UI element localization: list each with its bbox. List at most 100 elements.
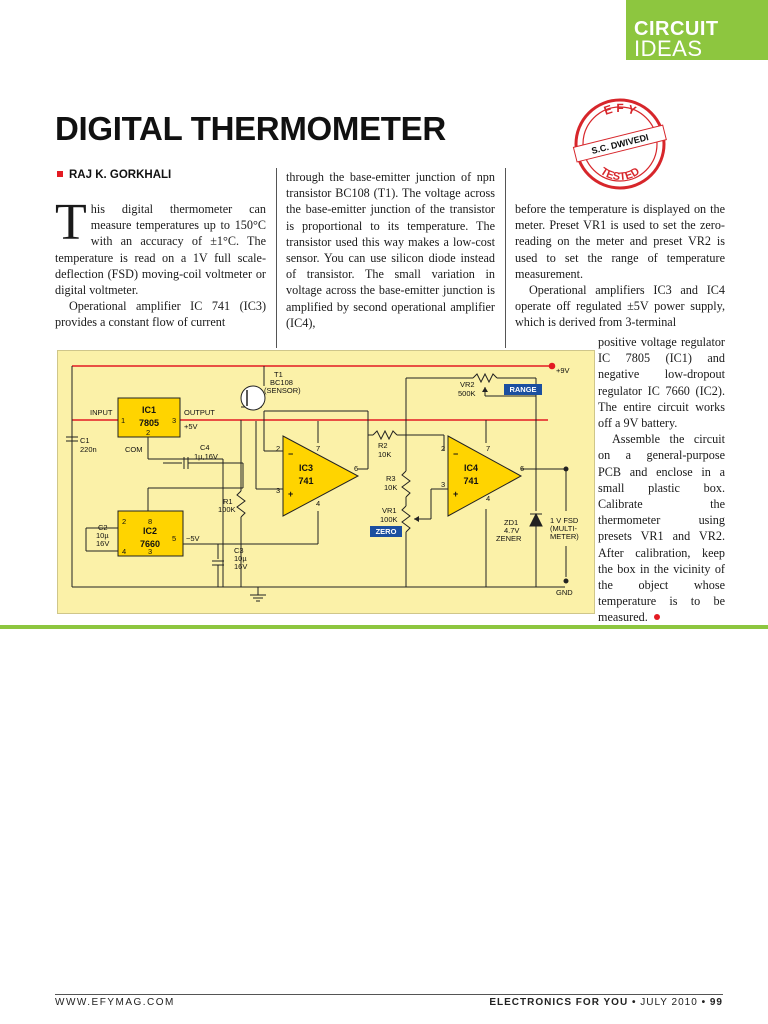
label-t1: T1 — [274, 370, 283, 379]
svg-text:TESTED: TESTED — [598, 165, 642, 183]
label-ic1-name: IC1 — [142, 405, 156, 415]
label-ic4-pin7: 7 — [486, 444, 490, 453]
label-plus5v-ic1: +5V — [184, 422, 198, 431]
label-ic3-pin6: 6 — [354, 464, 358, 473]
label-ic4-pin3: 3 — [441, 480, 445, 489]
col3-paragraph-1: before the temperature is displayed on t… — [515, 202, 725, 281]
label-fsd-1: 1 V FSD — [550, 516, 579, 525]
label-ic2-pin8: 8 — [148, 517, 152, 526]
label-minus5v: −5V — [186, 534, 200, 543]
col4-paragraph-2: Assemble the circuit on a general-purpos… — [598, 432, 725, 625]
author-name: RAJ K. GORKHALI — [69, 169, 172, 181]
footer-magazine: ELECTRONICS FOR YOU — [489, 997, 629, 1008]
label-c1: C1 — [80, 436, 90, 445]
label-ic3-name: IC3 — [299, 463, 313, 473]
label-c4-value: 1µ,16V — [194, 452, 218, 461]
column-divider-1 — [276, 168, 277, 348]
circuit-schematic: INPUT OUTPUT +5V COM 1 2 3 C1 220n C4 1µ… — [66, 362, 579, 602]
footer-website: WWW.EFYMAG.COM — [55, 997, 175, 1008]
label-ic3-minus: − — [288, 449, 293, 459]
label-ic4-name: IC4 — [464, 463, 478, 473]
label-r3-value: 10K — [384, 483, 397, 492]
label-t1-part: BC108 — [270, 378, 293, 387]
label-com: COM — [125, 445, 143, 454]
stamp-bottom: TESTED — [598, 165, 642, 183]
label-c3: C3 — [234, 546, 244, 555]
label-vr2: VR2 — [460, 380, 475, 389]
label-c3-value: 10µ — [234, 554, 247, 563]
badge-line2: IDEAS — [634, 36, 703, 61]
label-r1: R1 — [223, 497, 233, 506]
label-ic3-pin7: 7 — [316, 444, 320, 453]
label-ic2-name: IC2 — [143, 526, 157, 536]
red-square-bullet-icon — [57, 171, 63, 177]
label-ic3-pin2: 2 — [276, 444, 280, 453]
label-ic4-part: 741 — [463, 476, 478, 486]
column-4: positive voltage regulator IC 7805 (IC1)… — [598, 334, 725, 626]
label-vr1-value: 100K — [380, 515, 398, 524]
label-output: OUTPUT — [184, 408, 215, 417]
footer-publication: ELECTRONICS FOR YOU • JULY 2010 • 99 — [489, 997, 723, 1008]
label-vr2-value: 500K — [458, 389, 476, 398]
label-c2: C2 — [98, 523, 108, 532]
label-gnd: GND — [556, 588, 573, 597]
label-vr1: VR1 — [382, 506, 397, 515]
label-ic4-minus: − — [453, 449, 458, 459]
label-zd1-value: 4.7V — [504, 526, 519, 535]
circuit-ideas-badge: CIRCUIT IDEAS — [626, 0, 768, 61]
footer-page-number: 99 — [709, 997, 723, 1008]
label-c2-voltage: 16V — [96, 539, 109, 548]
label-ic4-pin2: 2 — [441, 444, 445, 453]
footer-date: JULY 2010 — [640, 997, 698, 1008]
label-ic1-pin3: 3 — [172, 416, 176, 425]
label-ic1-pin2: 2 — [146, 428, 150, 437]
article-title: DIGITAL THERMOMETER — [55, 110, 446, 147]
label-t1-sensor: (SENSOR) — [264, 386, 301, 395]
label-zd1: ZD1 — [504, 518, 518, 527]
label-c3-voltage: 16V — [234, 562, 247, 571]
label-c4: C4 — [200, 443, 210, 452]
label-ic4-plus: + — [453, 489, 458, 499]
column-3: before the temperature is displayed on t… — [515, 201, 725, 331]
author-line: RAJ K. GORKHALI — [57, 169, 171, 181]
label-r2-value: 10K — [378, 450, 391, 459]
col1-paragraph-2: Operational amplifier IC 741 (IC3) provi… — [55, 299, 266, 330]
efy-tested-stamp: E F Y S.C. DWIVEDI TESTED — [572, 98, 667, 190]
col4-paragraph-1: positive voltage regulator IC 7805 (IC1)… — [598, 335, 725, 431]
label-c2-value: 10µ — [96, 531, 109, 540]
label-ic3-pin3: 3 — [276, 486, 280, 495]
label-r2: R2 — [378, 441, 388, 450]
label-ic2-pin2: 2 — [122, 517, 126, 526]
drop-cap: T — [55, 194, 87, 251]
label-zero: ZERO — [376, 527, 397, 536]
end-mark-icon — [653, 614, 660, 621]
section-divider-bar — [0, 625, 768, 629]
label-ic3-plus: + — [288, 489, 293, 499]
label-ic3-pin4: 4 — [316, 499, 320, 508]
label-ic2-pin5: 5 — [172, 534, 176, 543]
label-ic2-pin3: 3 — [148, 547, 152, 556]
label-ic4-pin4: 4 — [486, 494, 490, 503]
badge-line1: CIRCUIT — [634, 18, 719, 40]
label-fsd-2: (MULTI- — [550, 524, 577, 533]
column-2: through the base-emitter junction of npn… — [286, 169, 495, 331]
label-r1-value: 100K — [218, 505, 236, 514]
label-range: RANGE — [509, 385, 536, 394]
label-input: INPUT — [90, 408, 113, 417]
label-fsd-3: METER) — [550, 532, 579, 541]
col3-paragraph-2: Operational amplifiers IC3 and IC4 opera… — [515, 283, 725, 330]
label-ic2-part: 7660 — [140, 539, 160, 549]
footer-rule — [55, 994, 723, 995]
label-ic1-part: 7805 — [139, 418, 159, 428]
label-ic3-part: 741 — [298, 476, 313, 486]
label-ic1-pin1: 1 — [121, 416, 125, 425]
label-ic4-pin6: 6 — [520, 464, 524, 473]
label-c1-value: 220n — [80, 445, 97, 454]
label-zener: ZENER — [496, 534, 522, 543]
label-ic2-pin4: 4 — [122, 547, 126, 556]
column-divider-2 — [505, 168, 506, 348]
label-r3: R3 — [386, 474, 396, 483]
label-plus9v: +9V — [556, 366, 570, 375]
col2-paragraph-1: through the base-emitter junction of npn… — [286, 170, 495, 330]
